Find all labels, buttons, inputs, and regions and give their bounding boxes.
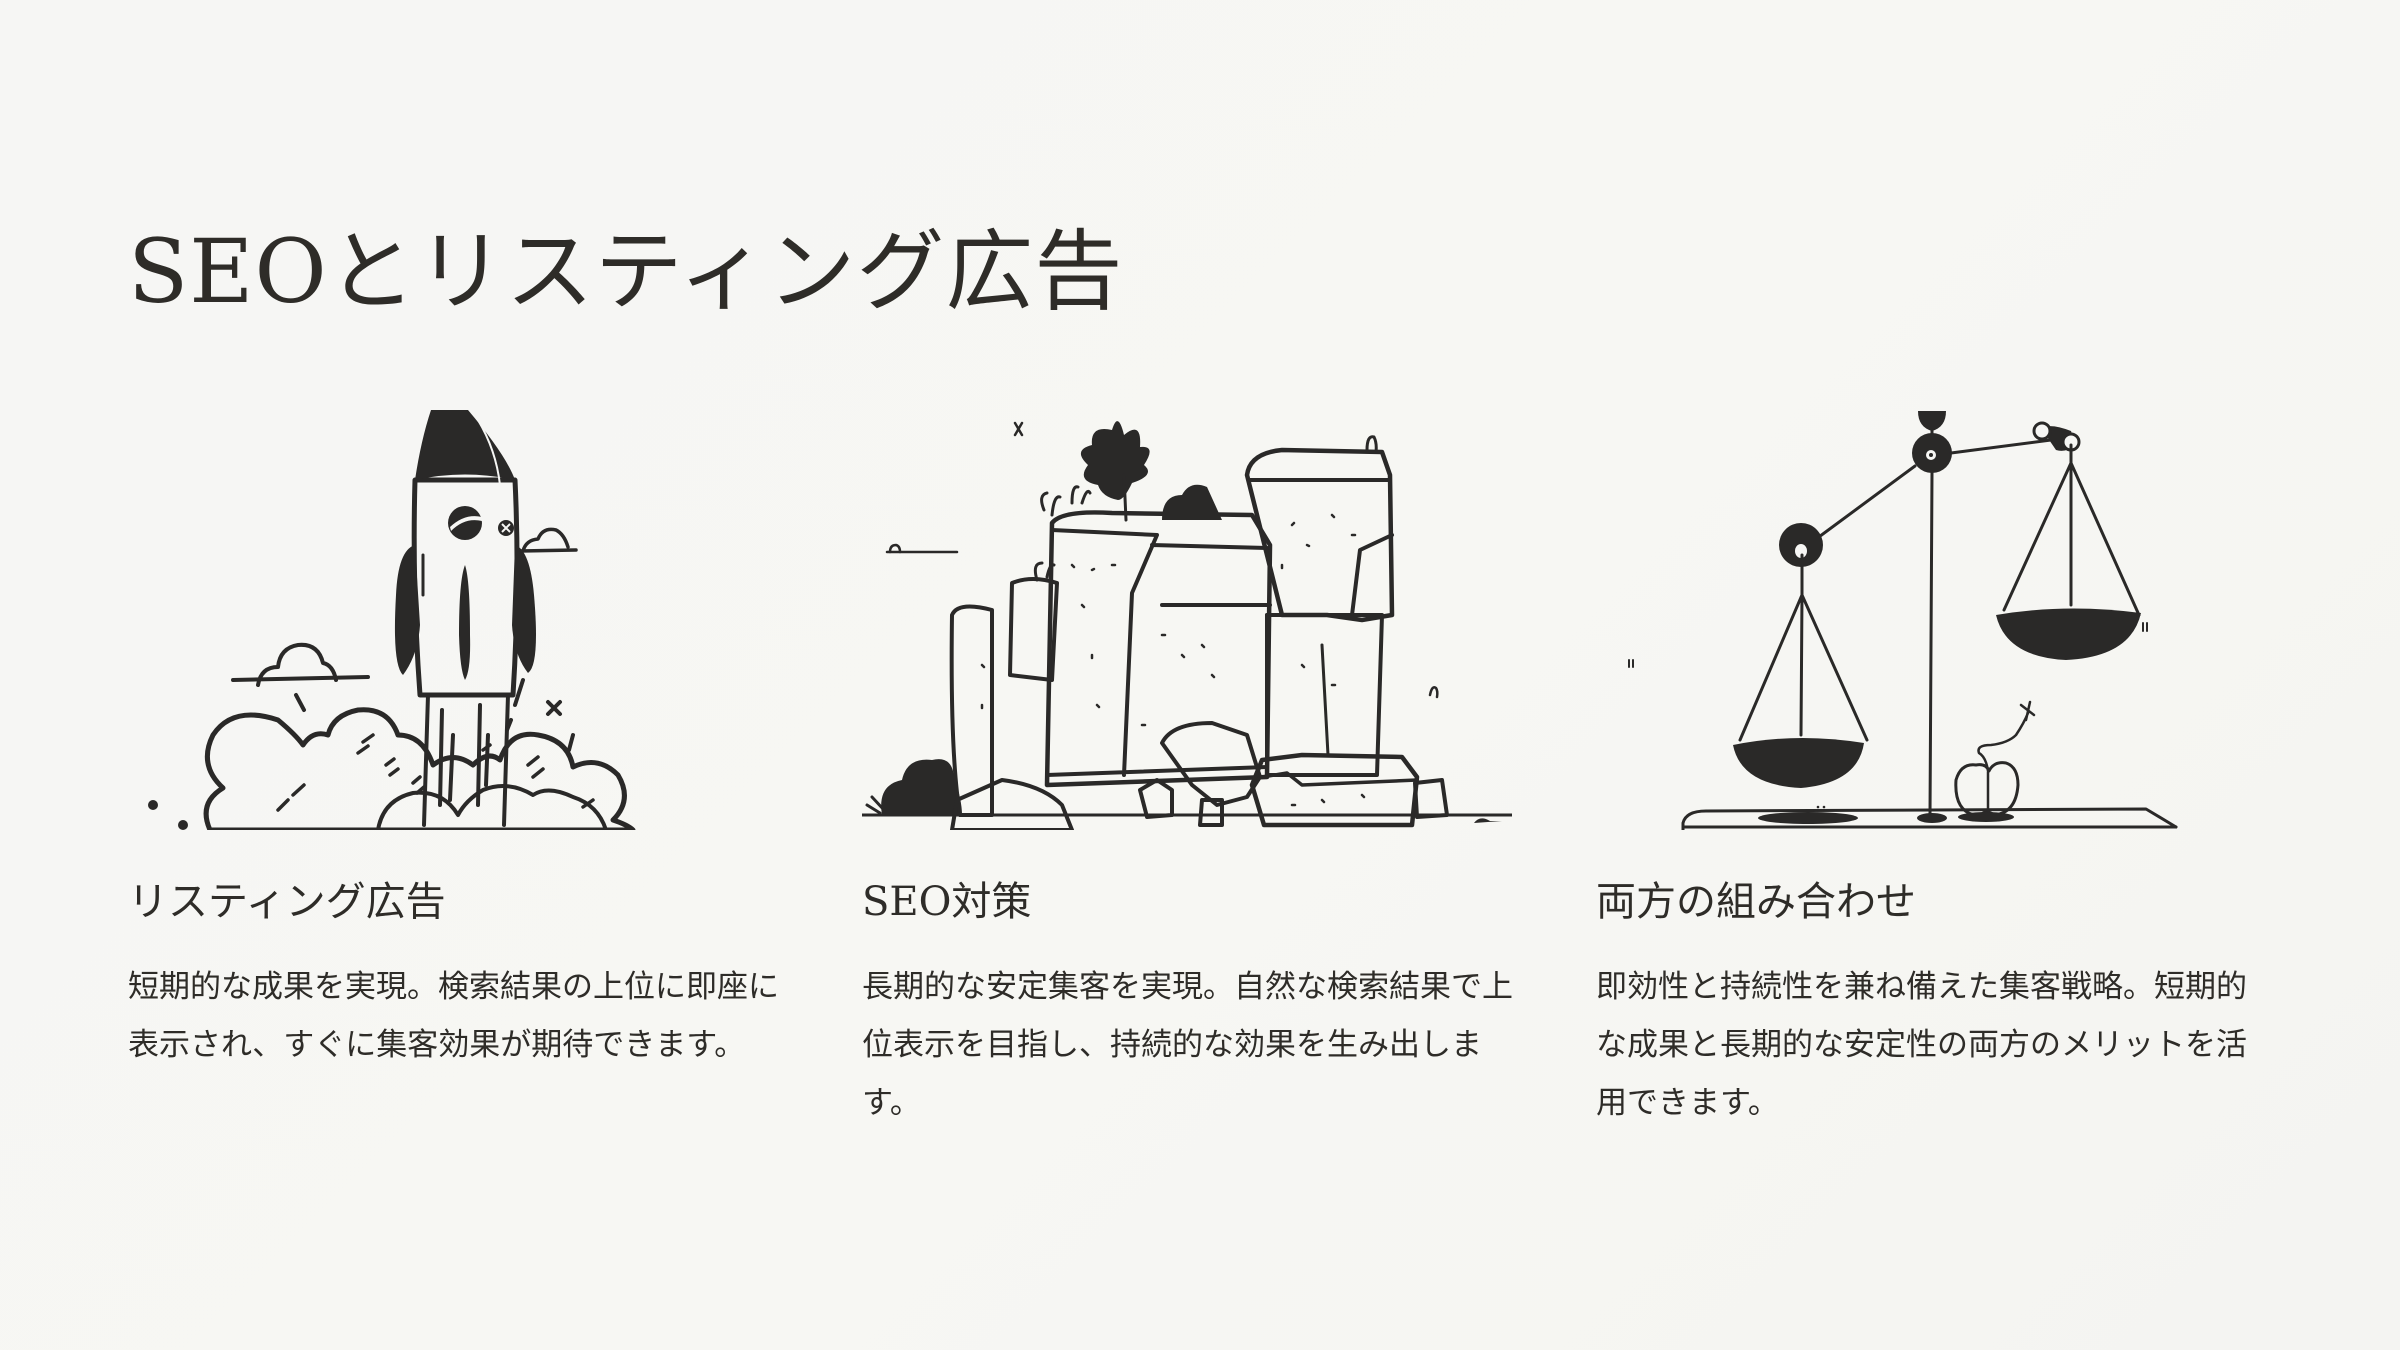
- column-title: SEO対策: [862, 874, 1512, 930]
- column-listing-ads: リスティング広告 短期的な成果を実現。検索結果の上位に即座に表示され、すぐに集客…: [128, 405, 779, 1132]
- feature-columns: リスティング広告 短期的な成果を実現。検索結果の上位に即座に表示され、すぐに集客…: [128, 405, 2278, 1132]
- rocket-launch-icon: [128, 405, 778, 830]
- column-description: 即効性と持続性を兼ね備えた集客戦略。短期的な成果と長期的な安定性の両方のメリット…: [1596, 969, 2247, 1121]
- balance-scale-icon: [1596, 405, 2246, 830]
- column-title: リスティング広告: [128, 879, 446, 925]
- column-title-text: SEO対策: [862, 879, 1032, 925]
- column-description: 長期的な安定集客を実現。自然な検索結果で上位表示を目指し、持続的な効果を生み出し…: [862, 969, 1513, 1121]
- column-combined: 両方の組み合わせ 即効性と持続性を兼ね備えた集客戦略。短期的な成果と長期的な安定…: [1596, 405, 2247, 1132]
- column-seo: SEO対策 長期的な安定集客を実現。自然な検索結果で上位表示を目指し、持続的な効…: [862, 405, 1513, 1132]
- column-description: 短期的な成果を実現。検索結果の上位に即座に表示され、すぐに集客効果が期待できます…: [128, 969, 779, 1063]
- column-title: 両方の組み合わせ: [1596, 879, 1916, 925]
- stone-blocks-icon: [862, 405, 1512, 830]
- slide-title: SEOとリスティング広告: [128, 220, 1124, 323]
